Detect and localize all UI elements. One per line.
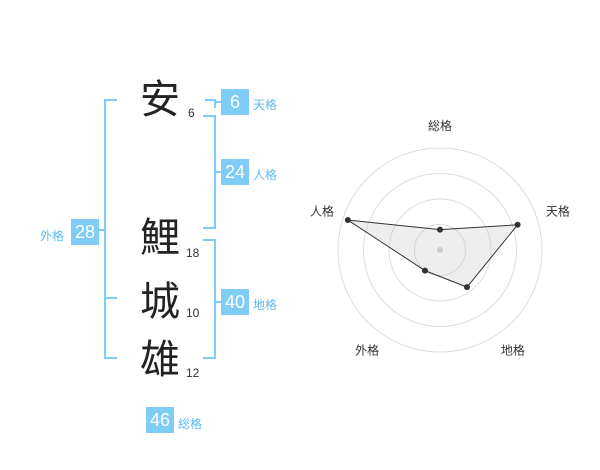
radar-point-1 xyxy=(514,221,521,228)
stroke-count-4: 12 xyxy=(186,366,200,380)
tenkaku-badge: 6 xyxy=(221,89,249,115)
gaikaku-badge: 28 xyxy=(71,219,99,245)
tenkaku-label: 天格 xyxy=(253,98,278,112)
name-char-3: 城 xyxy=(140,279,180,325)
name-char-2: 鯉 xyxy=(140,215,180,261)
radar-ring-3 xyxy=(363,173,517,327)
gaikaku-label: 外格 xyxy=(40,229,65,243)
radar-ring-4 xyxy=(337,147,543,353)
radar-point-3 xyxy=(422,267,429,274)
name-char-1: 安 xyxy=(140,77,180,123)
jinkaku-label: 人格 xyxy=(253,168,278,182)
radar-point-2 xyxy=(463,284,470,291)
name-char-4: 雄 xyxy=(140,337,180,383)
chikaku-label: 地格 xyxy=(253,298,278,312)
radar-center-dot xyxy=(437,247,443,253)
radar-ring-1 xyxy=(414,224,466,276)
soukaku-label: 総格 xyxy=(178,417,203,431)
soukaku-badge: 46 xyxy=(146,407,174,433)
radar-polygon xyxy=(347,219,519,288)
jinkaku-badge: 24 xyxy=(221,159,249,185)
radar-axis-label: 外格 xyxy=(355,342,379,357)
stroke-count-1: 6 xyxy=(188,106,195,120)
radar-axis-label: 地格 xyxy=(501,342,525,357)
radar-ring-2 xyxy=(388,198,492,302)
radar-point-4 xyxy=(344,217,351,224)
radar-axis-label: 天格 xyxy=(546,204,570,219)
chikaku-badge: 40 xyxy=(221,289,249,315)
stroke-count-3: 10 xyxy=(186,306,200,320)
radar-axis-label: 人格 xyxy=(310,204,334,219)
stroke-count-2: 18 xyxy=(186,246,200,260)
radar-point-0 xyxy=(437,226,443,233)
radar-axis-label: 総格 xyxy=(428,118,452,133)
